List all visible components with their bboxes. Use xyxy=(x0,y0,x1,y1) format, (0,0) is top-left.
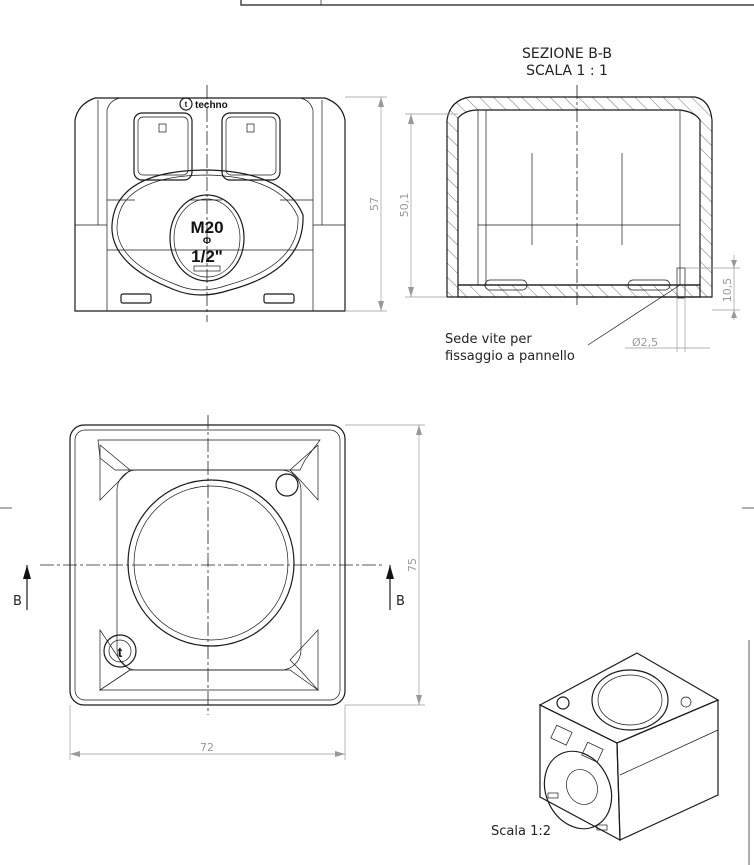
dimension-57: 57 xyxy=(368,197,381,211)
screw-note-line2: fissaggio a pannello xyxy=(445,349,575,364)
dimension-75: 75 xyxy=(406,558,419,572)
section-scale: SCALA 1 : 1 xyxy=(526,63,608,79)
section-mark-left: B xyxy=(13,594,22,609)
logo-mark: t xyxy=(118,644,123,660)
isometric-view: Scala 1:2 xyxy=(491,652,720,842)
brand-name: techno xyxy=(195,100,228,111)
brand-mark: t xyxy=(185,100,188,109)
iso-scale-label: Scala 1:2 xyxy=(491,824,551,839)
dimension-10-5: 10,5 xyxy=(721,278,734,303)
dimension-50-1: 50,1 xyxy=(398,193,411,218)
section-view: SEZIONE B-B SCALA 1 : 1 50,1 10,5 xyxy=(398,46,740,364)
dimension-72: 72 xyxy=(200,741,214,754)
section-title: SEZIONE B-B xyxy=(522,46,612,62)
section-mark-right: B xyxy=(396,594,405,609)
screw-note-line1: Sede vite per xyxy=(445,332,532,347)
front-view: M20 Φ 1/2" t techno 57 xyxy=(74,85,387,322)
brand-logo-icon xyxy=(179,97,193,111)
dimension-diameter-2-5: Ø2,5 xyxy=(632,336,658,349)
top-view: t B B 75 72 xyxy=(13,415,425,760)
